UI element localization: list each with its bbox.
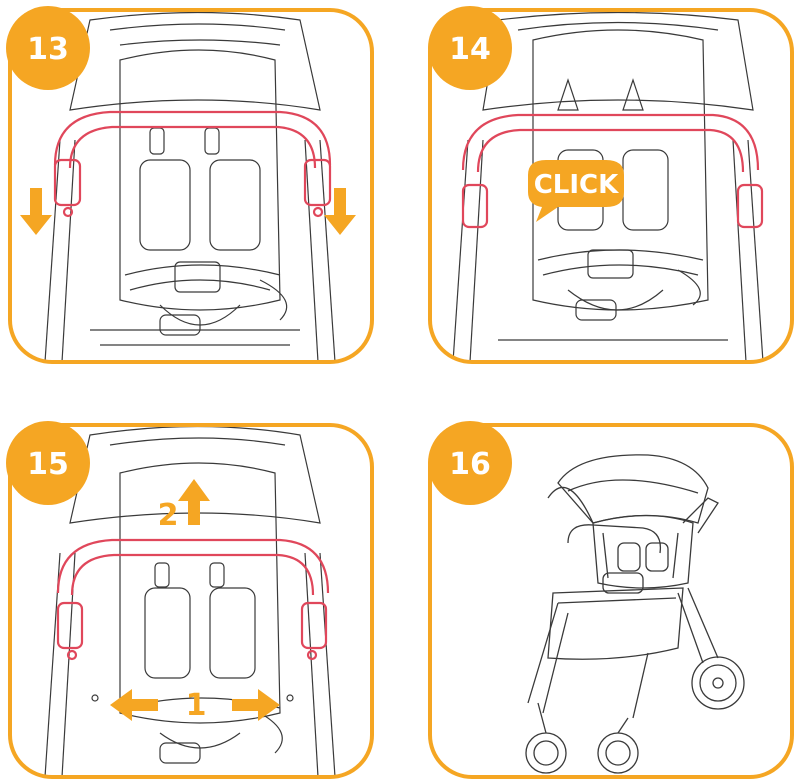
step-13-panel: 13 [0,0,390,370]
bumper-bar [55,112,330,216]
step-16-panel: 16 [418,413,808,783]
down-arrow-icon [20,188,52,235]
step-15-panel: 2 1 15 [0,413,390,783]
step-14-panel: CLICK 14 [418,0,808,370]
up-arrow-icon [178,479,210,525]
step-number: 16 [449,447,491,482]
step-number: 13 [27,32,69,67]
step-number: 15 [27,447,69,482]
click-label: CLICK [534,170,619,200]
front-wheel-left [526,733,566,773]
step-16-illustration: 16 [418,413,808,783]
stroller-drawing [526,455,744,773]
action-label-1: 1 [186,688,207,723]
front-wheel-right [598,733,638,773]
step-13-illustration: 13 [0,0,390,370]
step-number: 14 [449,32,491,67]
step-14-illustration: CLICK 14 [418,0,808,370]
right-arrow-icon [232,689,280,721]
down-arrow-icon [324,188,356,235]
step-15-illustration: 2 1 15 [0,413,390,783]
click-speech-bubble-icon: CLICK [528,160,624,222]
bumper-bar [58,540,328,659]
action-label-2: 2 [158,498,179,533]
